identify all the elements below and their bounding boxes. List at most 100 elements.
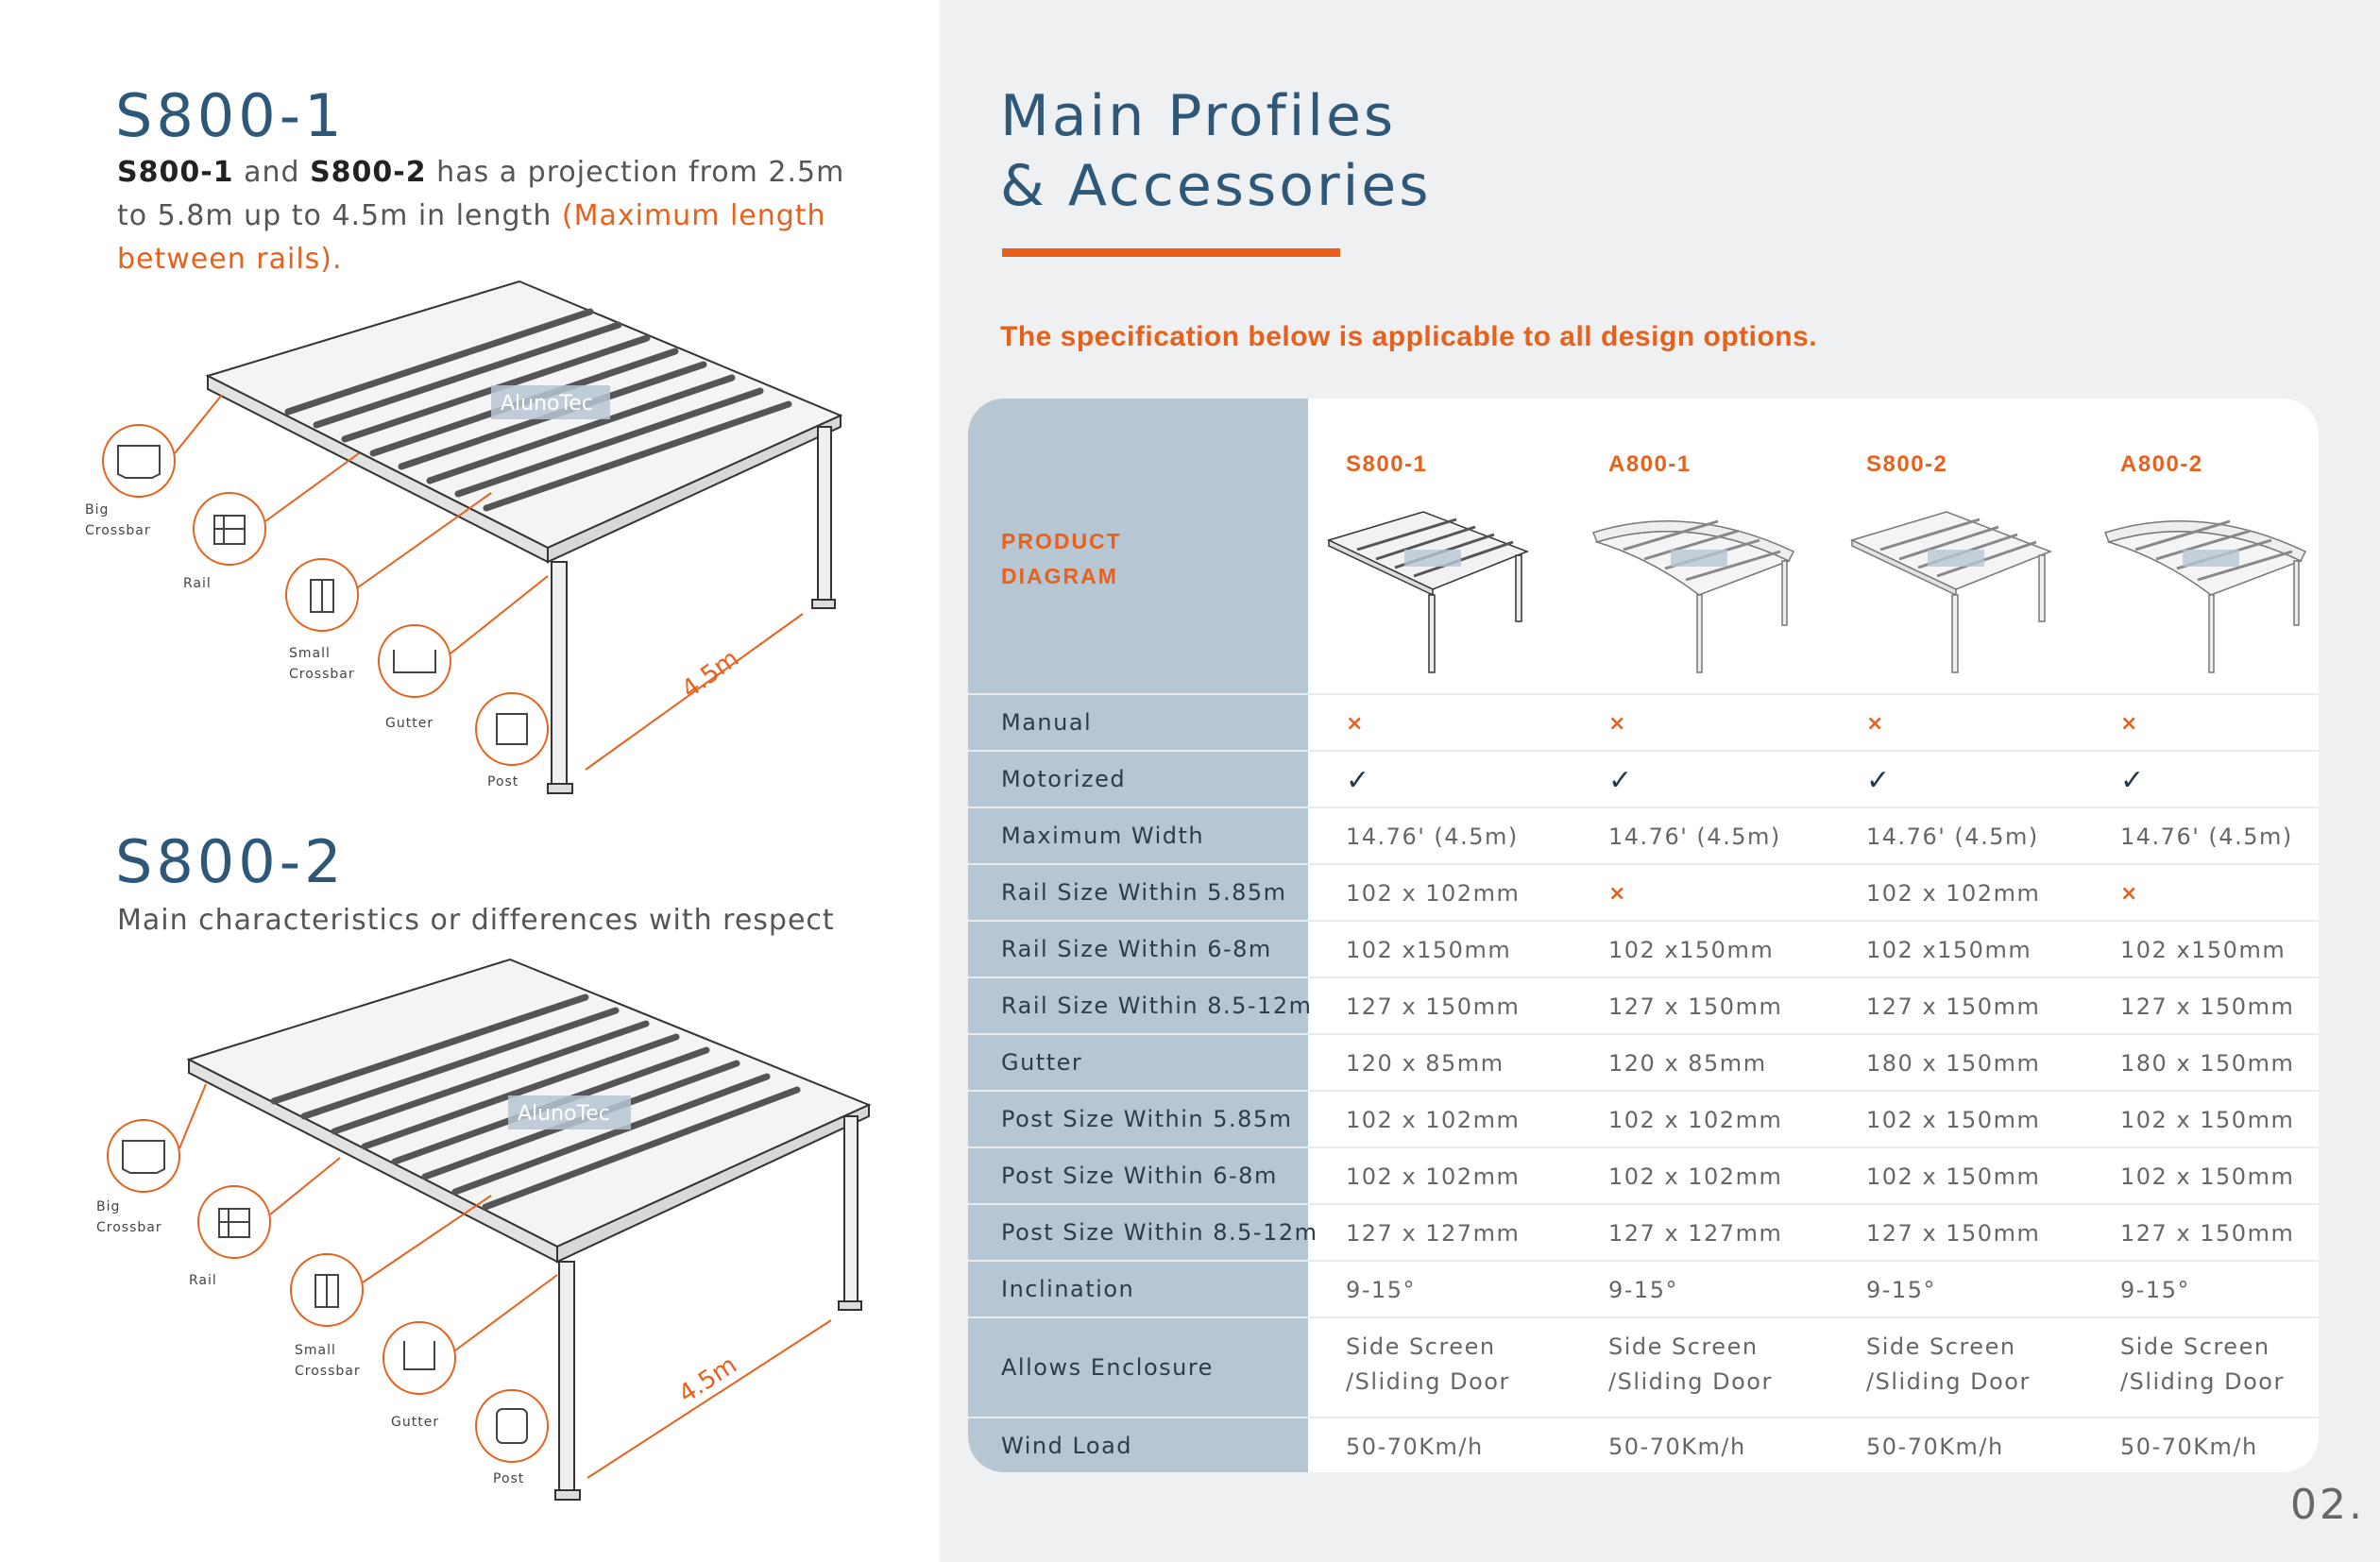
table-cell: 9-15° <box>1866 1277 1936 1303</box>
product-diagram-label: PRODUCT DIAGRAM <box>1001 524 1122 594</box>
table-cell: 127 x 150mm <box>2120 1220 2295 1247</box>
part-label-crossbar: Crossbar <box>85 523 151 538</box>
row-label: Rail Size Within 6-8m <box>1001 936 1272 962</box>
table-row: Wind Load 50-70Km/h 50-70Km/h 50-70Km/h 50-7… <box>968 1417 2319 1472</box>
table-row: Manual×××× <box>968 693 2319 750</box>
pergola-diagram-s800-1: AlunoTec 4.5m <box>85 274 878 803</box>
cross-icon: × <box>2120 882 2139 906</box>
table-cell: Side Screen/Sliding Door <box>1346 1330 1510 1400</box>
table-cell: 102 x150mm <box>1346 937 1512 963</box>
row-label: Inclination <box>1001 1276 1135 1302</box>
title-underline <box>1002 248 1340 257</box>
table-cell: 102 x 102mm <box>1866 880 2041 907</box>
cell-line-1: Side Screen <box>1866 1333 2016 1360</box>
page-number: 02. <box>2290 1481 2365 1529</box>
desc-text-1: and <box>233 156 311 189</box>
cross-icon: × <box>1608 882 1627 906</box>
row-label: Allows Enclosure <box>1001 1354 1214 1381</box>
table-cell: 102 x 102mm <box>1346 1163 1521 1190</box>
table-cell: 50-70Km/h <box>1866 1433 2004 1460</box>
row-label: Wind Load <box>1001 1432 1133 1459</box>
table-cell: 127 x 150mm <box>2120 993 2295 1020</box>
dimension-label-1: 4.5m <box>676 644 744 704</box>
table-cell: 102 x150mm <box>1866 937 2032 963</box>
part-label-post: Post <box>487 774 518 789</box>
table-row: Rail Size Within 8.5-12m 127 x 150mm 127 x… <box>968 976 2319 1033</box>
row-label: Rail Size Within 5.85m <box>1001 879 1287 906</box>
part-label-small: Small <box>289 646 331 661</box>
table-cell: 50-70Km/h <box>2120 1433 2258 1460</box>
cell-line-2: /Sliding Door <box>1608 1368 1773 1395</box>
cross-icon: × <box>1346 712 1365 736</box>
table-cell: 102 x 102mm <box>1346 880 1521 907</box>
product-thumbnail-a800-1 <box>1586 502 1803 687</box>
table-cell: 102 x 150mm <box>1866 1107 2041 1133</box>
table-row: Allows Enclosure Side Screen/Sliding Door… <box>968 1316 2319 1417</box>
right-panel: Main Profiles & Accessories The specific… <box>940 0 2380 1562</box>
part-label-small-crossbar-2: Crossbar <box>295 1364 361 1379</box>
table-row: Motorized ✓ ✓ ✓ ✓ <box>968 750 2319 806</box>
row-label: Rail Size Within 8.5-12m <box>1001 993 1313 1019</box>
row-label: Gutter <box>1001 1049 1083 1076</box>
table-row: Rail Size Within 5.85m 102 x 102mm × 102 x … <box>968 863 2319 920</box>
cell-line-2: /Sliding Door <box>1346 1368 1510 1395</box>
cross-icon: × <box>1866 712 1885 736</box>
table-cell: Side Screen/Sliding Door <box>1608 1330 1773 1400</box>
table-cell: 120 x 85mm <box>1608 1050 1767 1077</box>
spec-note: The specification below is applicable to… <box>1000 321 1818 352</box>
check-icon: ✓ <box>1346 764 1371 797</box>
part-label-small-crossbar: Crossbar <box>289 667 355 682</box>
spec-table: PRODUCT DIAGRAM S800-1 A800-1 S800-2 A80… <box>968 399 2319 1472</box>
table-cell: 102 x150mm <box>2120 937 2286 963</box>
product-thumbnail-s800-1 <box>1319 502 1537 687</box>
table-cell: 14.76' (4.5m) <box>1608 823 1781 850</box>
part-label-crossbar-2: Crossbar <box>96 1220 162 1235</box>
table-cell: 9-15° <box>1608 1277 1678 1303</box>
cell-line-2: /Sliding Door <box>1866 1368 2031 1395</box>
table-cell: 127 x 150mm <box>1608 993 1783 1020</box>
cross-icon: × <box>1608 712 1627 736</box>
desc-max-length-note: (Maximum length between rails). <box>117 199 826 276</box>
part-label-big: Big <box>85 502 109 518</box>
desc-text-2: has a projection from 2.5m to 5.8m up to… <box>117 156 845 232</box>
table-cell: Side Screen/Sliding Door <box>1866 1330 2031 1400</box>
part-label-small-2: Small <box>295 1343 336 1358</box>
table-row: Rail Size Within 6-8m 102 x150mm 102 x150m… <box>968 920 2319 976</box>
check-icon: ✓ <box>1866 764 1892 797</box>
table-cell: 50-70Km/h <box>1346 1433 1484 1460</box>
table-cell: 127 x 127mm <box>1346 1220 1521 1247</box>
column-header-s800-1: S800-1 <box>1346 451 1428 477</box>
column-header-a800-2: A800-2 <box>2120 451 2203 477</box>
table-cell: 120 x 85mm <box>1346 1050 1504 1077</box>
table-cell: 102 x 150mm <box>2120 1107 2295 1133</box>
watermark-text-1: AlunoTec <box>501 392 593 416</box>
left-panel: S800-1 S800-1 and S800-2 has a projectio… <box>0 0 940 1562</box>
table-cell: 102 x 150mm <box>2120 1163 2295 1190</box>
check-icon: ✓ <box>1608 764 1634 797</box>
table-cell: 9-15° <box>1346 1277 1416 1303</box>
section-title-s800-2: S800-2 <box>115 827 346 896</box>
product-diagram-label-line-1: PRODUCT <box>1001 529 1122 553</box>
table-cell: 102 x 102mm <box>1608 1163 1783 1190</box>
row-label: Motorized <box>1001 766 1127 792</box>
table-cell: 102 x 102mm <box>1346 1107 1521 1133</box>
cross-icon: × <box>2120 712 2139 736</box>
cell-line-1: Side Screen <box>2120 1333 2270 1360</box>
label-column-bg <box>968 399 1308 1472</box>
part-label-big-2: Big <box>96 1199 120 1214</box>
table-cell: 50-70Km/h <box>1608 1433 1746 1460</box>
table-cell: 14.76' (4.5m) <box>1346 823 1519 850</box>
cell-line-1: Side Screen <box>1346 1333 1496 1360</box>
section-description-s800-2: Main characteristics or differences with… <box>117 904 835 937</box>
check-icon: ✓ <box>2120 764 2146 797</box>
page-title: Main Profiles & Accessories <box>1000 81 1431 221</box>
table-cell: 9-15° <box>2120 1277 2190 1303</box>
page-title-line-2: & Accessories <box>1000 153 1432 219</box>
table-cell: 127 x 150mm <box>1346 993 1521 1020</box>
table-cell: 127 x 127mm <box>1608 1220 1783 1247</box>
table-row: Inclination 9-15° 9-15° 9-15° 9-15° <box>968 1260 2319 1316</box>
